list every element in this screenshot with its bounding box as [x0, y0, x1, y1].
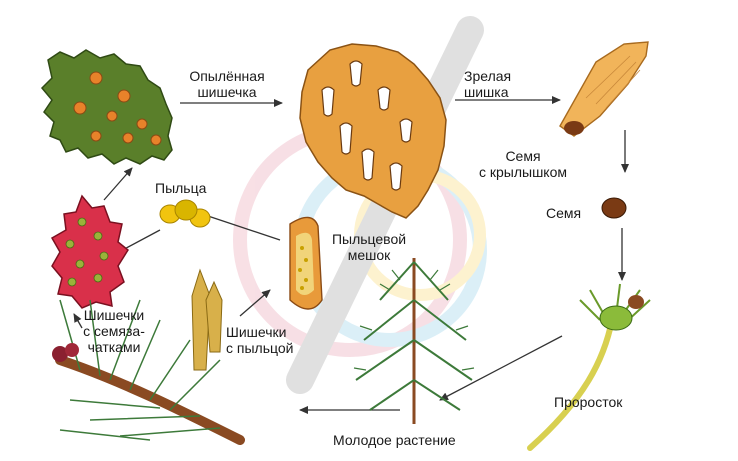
arrow-pollencones-to-sac	[239, 289, 271, 317]
label-seed: Семя	[546, 205, 582, 221]
pollen-cone-cluster	[191, 268, 223, 371]
arrow-seedcones-to-red	[73, 313, 83, 329]
label-young-plant: Молодое растение	[333, 432, 456, 448]
label-seed-cones: Шишечки с семяза- чатками	[83, 307, 145, 355]
label-pollinated-cone: Опылённая шишечка	[189, 68, 265, 100]
seedling-illustration	[527, 283, 651, 451]
seed-cone-tip	[52, 346, 68, 362]
label-mature-cone: Зрелая шишка	[464, 68, 512, 100]
pollen-sac-illustration	[289, 216, 323, 310]
arrow-sac-to-pollen	[207, 215, 281, 241]
label-pollen: Пыльца	[155, 180, 207, 196]
pollinated-cone-illustration	[40, 49, 173, 165]
label-seedling: Проросток	[554, 394, 623, 410]
label-pollen-cones: Шишечки с пыльцой	[226, 324, 294, 356]
arrow-seedling-to-young	[439, 335, 563, 401]
young-plant-illustration	[353, 258, 475, 424]
seed-cone-illustration	[50, 194, 129, 309]
pollen-illustration	[159, 199, 211, 228]
arrow-red-to-green	[103, 167, 133, 201]
seed-illustration	[601, 197, 627, 219]
label-pollen-sac: Пыльцевой мешок	[331, 231, 407, 263]
pine-branch-illustration	[52, 268, 245, 445]
winged-seed-illustration	[559, 41, 649, 137]
label-winged-seed: Семя с крылышком	[478, 148, 568, 180]
mature-cone-illustration	[299, 43, 447, 219]
